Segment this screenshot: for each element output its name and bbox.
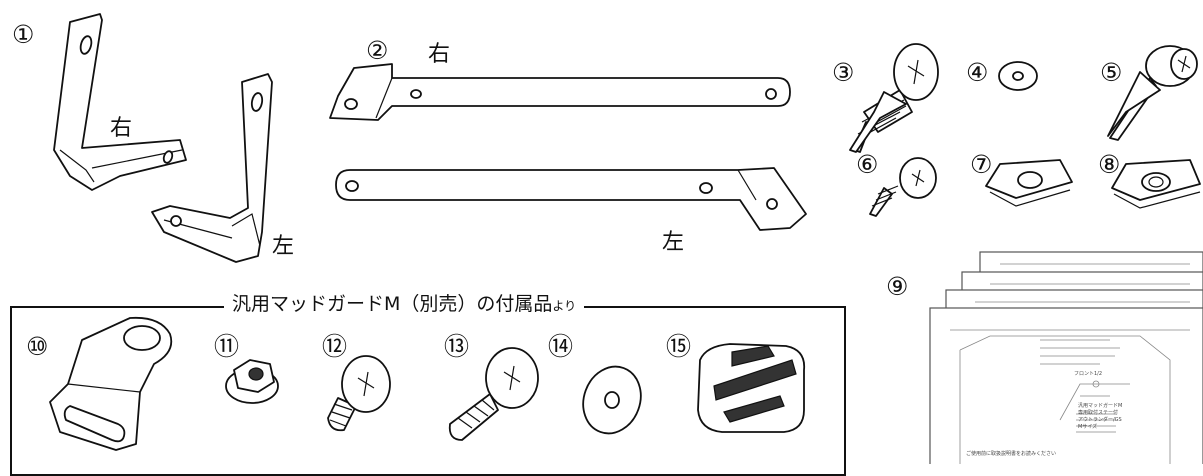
speed-nut-7 bbox=[985, 159, 1073, 207]
parts-illustration bbox=[49, 13, 1203, 464]
manual-product-line-1: 汎用マッドガードM bbox=[1078, 403, 1123, 409]
accessory-box bbox=[10, 306, 846, 476]
flange-nut-11 bbox=[225, 359, 279, 404]
side-label-1-left: 左 bbox=[272, 234, 295, 259]
screw-3 bbox=[849, 43, 939, 153]
accessory-box-title-text: 汎用マッドガードM（別売）の付属品 bbox=[232, 293, 553, 315]
side-label-2-right: 右 bbox=[428, 42, 451, 67]
part-number-1: ① bbox=[12, 20, 35, 49]
part-number-7: ⑦ bbox=[970, 150, 993, 179]
part-number-13: ⑬ bbox=[444, 332, 470, 361]
part-number-4: ④ bbox=[966, 58, 989, 87]
screw-6 bbox=[869, 157, 937, 217]
long-stay-2-left bbox=[335, 167, 807, 231]
manual-product-line-4: Mサイズ bbox=[1078, 424, 1098, 430]
part-number-8: ⑧ bbox=[1098, 150, 1121, 179]
rubber-pad-15 bbox=[697, 343, 806, 433]
washer-14 bbox=[582, 365, 642, 435]
speed-nut-8 bbox=[1111, 159, 1201, 209]
part-number-10: ⑩ bbox=[26, 332, 49, 361]
manual-heading: フロント1/2 bbox=[1074, 371, 1103, 377]
part-number-5: ⑤ bbox=[1100, 58, 1123, 87]
side-label-2-left: 左 bbox=[662, 230, 685, 255]
bolt-12 bbox=[327, 355, 391, 432]
bolt-13 bbox=[448, 347, 539, 441]
part-number-14: ⑭ bbox=[548, 332, 574, 361]
instruction-sheets-9 bbox=[929, 251, 1203, 464]
part-number-3: ③ bbox=[832, 58, 855, 87]
manual-notice: ご使用前に取扱説明書をお読みください bbox=[966, 451, 1057, 457]
manual-product-line-3: アウトランダー/GS bbox=[1078, 417, 1122, 423]
side-label-1-right: 右 bbox=[110, 116, 133, 141]
accessory-box-title-suffix: より bbox=[552, 299, 577, 313]
washer-4 bbox=[998, 61, 1038, 91]
accessory-box-title: 汎用マッドガードM（別売）の付属品より bbox=[224, 289, 585, 321]
manual-product-line-2: 専用取付ステー付 bbox=[1078, 410, 1119, 416]
part-number-6: ⑥ bbox=[856, 150, 879, 179]
bracket-1-right bbox=[53, 13, 187, 191]
rivet-5 bbox=[1107, 45, 1198, 141]
part-number-9: ⑨ bbox=[886, 272, 909, 301]
long-stay-2-right bbox=[329, 63, 791, 121]
part-number-15: ⑮ bbox=[666, 332, 692, 361]
part-number-12: ⑫ bbox=[322, 332, 348, 361]
part-number-2: ② bbox=[366, 36, 389, 65]
part-number-11: ⑪ bbox=[214, 332, 240, 361]
bracket-1-left bbox=[151, 73, 273, 263]
stay-10 bbox=[49, 316, 173, 451]
